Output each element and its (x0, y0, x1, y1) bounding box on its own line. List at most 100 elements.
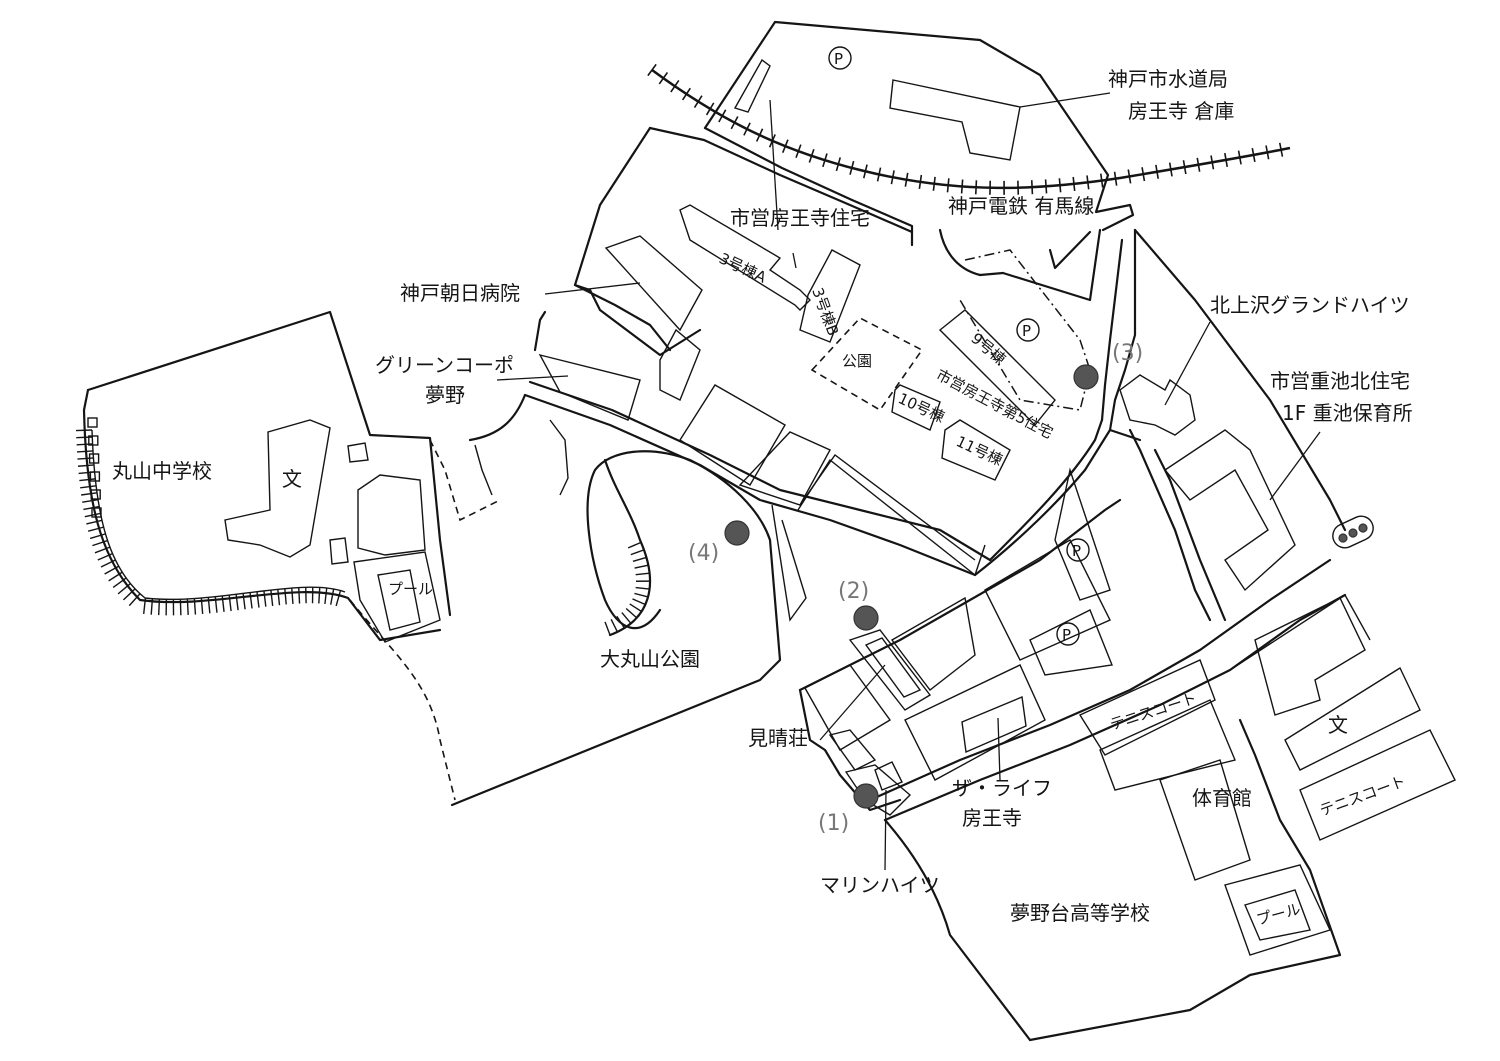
park-slope-ticks (604, 539, 651, 636)
railway-tie (974, 180, 978, 195)
slope-tick (79, 478, 96, 482)
railway-tie (862, 164, 868, 179)
railway-tie (1210, 155, 1215, 170)
railway-tie (918, 174, 923, 190)
label-bldg-9: 9号棟 (967, 329, 1009, 368)
slope-tick (157, 599, 161, 616)
label-bldg-3a: 3号棟A (716, 249, 769, 287)
railway-tie (705, 102, 715, 116)
marker-1[interactable]: (1) (818, 783, 879, 836)
railway-tie (730, 116, 739, 130)
slope-tick (77, 464, 95, 467)
railway-tie (849, 160, 855, 175)
slope-tick (330, 588, 335, 605)
railway-tie (946, 178, 950, 193)
railway-tie (1182, 160, 1187, 175)
railway-tie (1113, 171, 1118, 186)
slope-tick (629, 603, 642, 613)
slope-tick (76, 436, 93, 439)
slope-tick (270, 589, 274, 606)
slope-tick (83, 505, 100, 511)
railway-tie (718, 109, 727, 123)
label-jhs-school-symbol: 文 (282, 467, 302, 491)
label-green-coop-2: 夢野 (425, 383, 465, 407)
path-green-coop (468, 393, 527, 442)
slope-tick (324, 587, 328, 605)
side-marker-square (88, 435, 99, 446)
slope-tick (625, 607, 638, 619)
railway-tie (1044, 179, 1048, 194)
label-ohmaruyama-park: 大丸山公園 (600, 647, 700, 671)
label-bldg-3b: 3号棟B (808, 285, 842, 338)
label-second-housing: 市営房王寺第5住宅 (933, 366, 1056, 443)
small-park-outline (810, 317, 924, 412)
label-miharashi: 見晴荘 (748, 726, 808, 750)
slope-tick (630, 549, 645, 556)
slope-tick (616, 615, 625, 629)
slope-tick (82, 499, 99, 503)
slope-tick (150, 598, 154, 615)
building-10 (891, 384, 941, 431)
path-steps-park (549, 419, 569, 496)
marker-2-label: (2) (838, 579, 869, 604)
label-gym: 体育館 (1192, 786, 1252, 810)
central-block (533, 99, 1102, 401)
slope-tick (117, 583, 131, 595)
slope-tick (634, 564, 649, 569)
main-road (523, 228, 1137, 577)
railway-tie (755, 128, 764, 142)
label-water-bureau: 神戸市水道局 (1108, 67, 1228, 91)
slope-tick (214, 596, 218, 613)
slope-tick (627, 541, 642, 549)
slope-tick (610, 618, 618, 633)
slope-tick (635, 572, 650, 576)
slope-tick (81, 492, 98, 496)
jhs-slope-ticks (75, 429, 346, 616)
slope-tick (76, 450, 94, 453)
slope-tick (318, 587, 321, 604)
slope-tick (92, 539, 108, 547)
label-asahi-hospital: 神戸朝日病院 (400, 281, 520, 305)
railway-tie (876, 167, 882, 182)
railway-tie (1196, 157, 1201, 172)
label-green-coop: グリーンコーポ (375, 353, 514, 377)
slope-tick (291, 587, 294, 604)
side-marker-square (89, 471, 101, 482)
railway-tie (681, 87, 691, 101)
lower-road (868, 558, 1456, 1042)
parking-label: P (834, 50, 843, 68)
label-jhs-pool: プール (388, 580, 433, 598)
railway-tie (658, 72, 669, 85)
label-railway: 神戸電鉄 有馬線 (948, 194, 1094, 218)
slope-tick (104, 565, 119, 575)
slope-tick (277, 589, 281, 606)
label-marine-heights: マリンハイツ (820, 873, 940, 897)
marker-3[interactable]: (3) (1073, 341, 1143, 390)
slope-tick (122, 588, 136, 601)
label-shigeike-2: 1F 重池保育所 (1282, 401, 1413, 425)
slope-tick (97, 553, 113, 561)
traffic-signal-icon (1332, 515, 1374, 549)
slope-tick (80, 485, 97, 489)
maruyama-jhs-area (82, 310, 782, 807)
railway-tie (782, 139, 789, 153)
slope-tick (89, 533, 106, 540)
path-step (474, 444, 493, 496)
marker-4-label: (4) (688, 541, 719, 566)
marker-3-label: (3) (1112, 341, 1143, 366)
building-11 (941, 419, 1011, 481)
parking-label: P (1062, 626, 1071, 644)
miharashi-area: P P (798, 467, 1122, 816)
side-marker-square (88, 453, 100, 464)
marker-4[interactable]: (4) (688, 520, 750, 566)
slope-tick (228, 595, 232, 612)
railway-tie (890, 170, 895, 185)
leader-lines (496, 92, 1321, 871)
marker-2[interactable]: (2) (838, 579, 879, 631)
label-hs-pool: プール (1254, 900, 1302, 929)
blocks-center (538, 353, 986, 622)
slope-tick (284, 588, 287, 605)
slope-tick (108, 571, 123, 582)
railway-tie (904, 172, 909, 187)
label-shigeike: 市営重池北住宅 (1270, 369, 1410, 393)
